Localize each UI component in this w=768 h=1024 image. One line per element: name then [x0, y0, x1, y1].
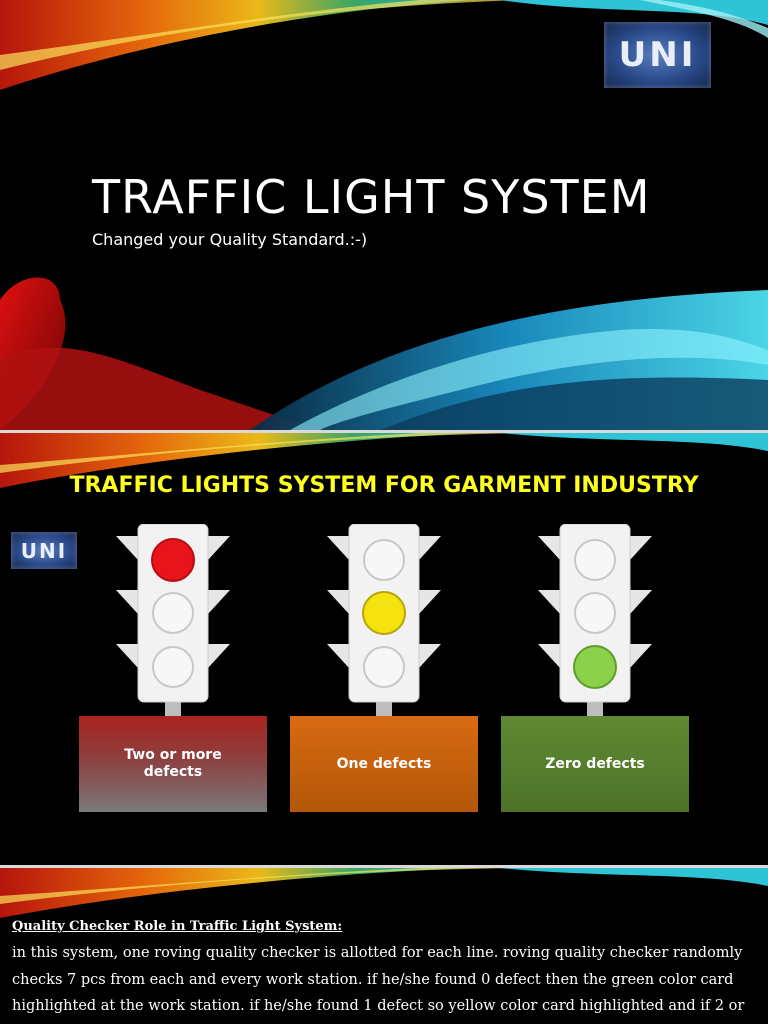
defect-card-zero: Zero defects	[501, 716, 689, 812]
role-heading: Quality Checker Role in Traffic Light Sy…	[12, 919, 343, 934]
decorative-swoosh-background	[0, 0, 768, 430]
decorative-swoosh-top	[0, 433, 768, 488]
traffic-light-red	[116, 524, 230, 716]
slide-subtitle: Changed your Quality Standard.:-)	[92, 230, 368, 249]
decorative-swoosh-top	[0, 868, 768, 918]
defect-card-two-or-more: Two or more defects	[79, 716, 267, 812]
role-slide	[0, 868, 768, 1024]
section-heading: TRAFFIC LIGHTS SYSTEM FOR GARMENT INDUST…	[69, 473, 699, 498]
traffic-light-icon	[538, 524, 652, 716]
role-description: in this system, one roving quality check…	[12, 945, 745, 1014]
defect-card-label: Two or more defects	[124, 747, 222, 780]
slide-separator	[0, 865, 768, 868]
traffic-light-icon	[327, 524, 441, 716]
title-slide: UNI TRAFFIC LIGHT SYSTEM Changed your Qu…	[0, 0, 768, 430]
slide-separator	[0, 430, 768, 433]
traffic-light-yellow	[327, 524, 441, 716]
defect-card-label: One defects	[336, 755, 432, 772]
uni-logo: UNI	[604, 22, 711, 88]
slide-title: TRAFFIC LIGHT SYSTEM	[92, 170, 651, 224]
defect-card-label: Zero defects	[545, 755, 645, 772]
traffic-light-icon	[116, 524, 230, 716]
defect-card-one: One defects	[290, 716, 478, 812]
traffic-light-green	[538, 524, 652, 716]
uni-logo-small: UNI	[11, 532, 77, 569]
